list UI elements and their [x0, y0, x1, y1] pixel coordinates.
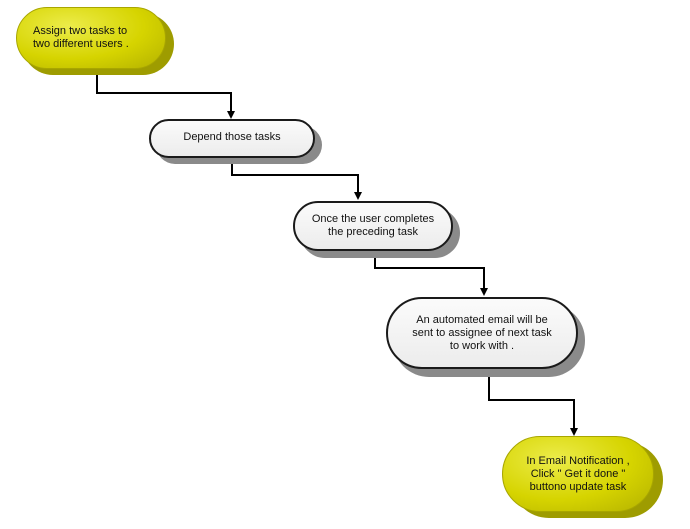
connector-2-3 [231, 158, 359, 194]
process-node-completes: Once the user completes the preceding ta… [293, 201, 453, 251]
start-node: Assign two tasks to two different users … [16, 7, 166, 69]
end-node: In Email Notification , Click " Get it d… [502, 436, 654, 512]
process-node-depend: Depend those tasks [149, 119, 315, 158]
connector-4-5 [488, 369, 575, 430]
connector-3-4 [374, 251, 485, 290]
process-node-text: Depend those tasks [183, 131, 281, 143]
arrowhead-3-4 [480, 288, 488, 296]
arrowhead-4-5 [570, 428, 578, 436]
start-node-text: Assign two tasks to two different users … [33, 25, 129, 50]
arrowhead-2-3 [354, 192, 362, 200]
process-node-email: An automated email will be sent to assig… [386, 297, 578, 369]
arrowhead-1-2 [227, 111, 235, 119]
connector-1-2 [96, 72, 232, 113]
process-node-text: Once the user completes the preceding ta… [311, 213, 435, 238]
end-node-text: In Email Notification , Click " Get it d… [526, 454, 630, 493]
process-node-text: An automated email will be sent to assig… [412, 313, 552, 352]
